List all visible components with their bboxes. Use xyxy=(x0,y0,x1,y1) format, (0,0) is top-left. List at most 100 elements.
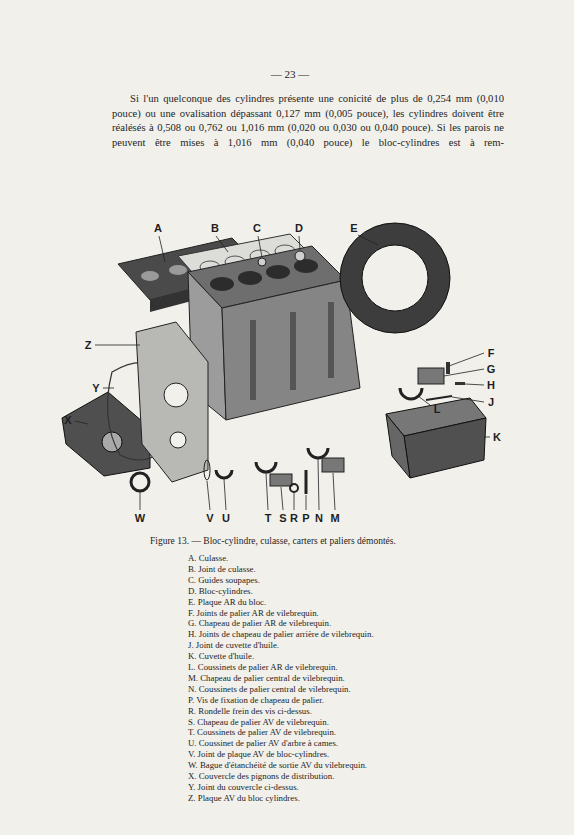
block-side xyxy=(222,280,360,420)
callout-letter: G xyxy=(487,364,496,375)
central-shells xyxy=(308,448,328,458)
leader-line xyxy=(159,236,165,262)
oil-pan-end xyxy=(386,414,410,478)
key-entry: S. Chapeau de palier AV de vilebrequin. xyxy=(188,717,329,727)
page-number: — 23 — xyxy=(271,68,310,80)
key-entry: F. Joints de palier AR de vilebrequin. xyxy=(188,608,319,618)
valve-guide xyxy=(258,258,266,266)
leader-line xyxy=(258,236,262,257)
callout-letter: C xyxy=(253,223,261,234)
callout-letter: N xyxy=(315,513,323,524)
leader-line xyxy=(418,396,430,405)
leader-line xyxy=(484,437,490,438)
callout-letter: P xyxy=(302,513,309,524)
leader-line xyxy=(452,397,484,402)
figure-caption: Figure 13. — Bloc-cylindre, culasse, car… xyxy=(150,536,396,546)
leader-line xyxy=(75,421,88,424)
callout-letter: E xyxy=(350,223,357,234)
body-text: Si l'un quelconque des cylindres présent… xyxy=(112,92,504,150)
lock-washer xyxy=(290,484,298,492)
leader-line xyxy=(140,492,141,510)
key-entry: C. Guides soupapes. xyxy=(188,575,260,585)
key-entry: M. Chapeau de palier central de vilebreq… xyxy=(188,673,345,683)
bore xyxy=(294,259,318,273)
key-entry: J. Joint de cuvette d'huile. xyxy=(188,640,279,650)
callout-letter: Y xyxy=(92,383,99,394)
front-cap xyxy=(270,474,292,486)
key-entry: V. Joint de plaque AV de bloc-cylindres. xyxy=(188,749,329,759)
callout-letter: U xyxy=(222,513,230,524)
callout-letter: S xyxy=(279,513,286,524)
head-port xyxy=(141,271,159,281)
leader-lines xyxy=(75,235,490,510)
rear-cap-seal xyxy=(455,382,465,385)
plate-hole xyxy=(164,383,188,407)
front-seal xyxy=(131,473,149,491)
callout-letter: F xyxy=(488,348,495,359)
rear-plate-opening xyxy=(362,245,428,311)
callout-letter: X xyxy=(64,415,71,426)
leader-line xyxy=(224,479,226,510)
rear-shells xyxy=(400,388,422,399)
key-entry: R. Rondelle frein des vis ci-dessus. xyxy=(188,706,312,716)
leader-line xyxy=(306,495,307,510)
callout-letter: R xyxy=(290,513,298,524)
leader-line xyxy=(299,236,300,250)
head-port xyxy=(169,265,187,275)
callout-letter: W xyxy=(135,513,145,524)
callout-letter: D xyxy=(295,223,303,234)
key-entry: Y. Joint du couvercle ci-dessus. xyxy=(188,782,299,792)
central-cap xyxy=(322,458,344,472)
callout-letter: V xyxy=(206,513,213,524)
timing-cover xyxy=(62,392,150,476)
bore xyxy=(210,277,234,291)
rear-seal xyxy=(446,362,450,374)
rib xyxy=(250,320,256,400)
key-entry: Z. Plaque AV du bloc cylindres. xyxy=(188,793,300,803)
leader-line xyxy=(294,493,295,510)
leader-line xyxy=(318,459,319,510)
cylinder-bores xyxy=(210,259,318,291)
leader-line xyxy=(449,353,484,366)
key-entry: X. Couvercle des pignons de distribution… xyxy=(188,771,334,781)
callout-letter: T xyxy=(265,513,272,524)
key-entry: H. Joints de chapeau de palier arrière d… xyxy=(188,629,374,639)
leader-line xyxy=(216,236,228,252)
cap-bolt xyxy=(305,470,308,494)
camshaft-bearing xyxy=(216,470,232,478)
key-entry: E. Plaque AR du bloc. xyxy=(188,597,266,607)
leader-line xyxy=(266,473,268,510)
leader-line xyxy=(444,369,484,376)
leader-line xyxy=(333,473,335,510)
callout-letter: A xyxy=(154,223,162,234)
rear-plate xyxy=(340,223,450,333)
rib xyxy=(328,302,334,378)
key-entry: G. Chapeau de palier AR de vilebrequin. xyxy=(188,618,331,628)
pan-gasket xyxy=(426,396,452,400)
bore xyxy=(266,265,290,279)
bore xyxy=(238,271,262,285)
oil-pan-side xyxy=(404,418,486,478)
callout-letter: K xyxy=(493,432,501,443)
key-entry: N. Coussinets de palier central de vileb… xyxy=(188,684,351,694)
callout-letter: B xyxy=(211,223,219,234)
front-plate-gasket xyxy=(204,460,210,480)
callout-letter: M xyxy=(330,513,339,524)
callout-letter: Z xyxy=(85,340,92,351)
key-entry: W. Bague d'étanchéité de sortie AV du vi… xyxy=(188,760,367,770)
key-entry: U. Coussinet de palier AV d'arbre à came… xyxy=(188,738,338,748)
block-ribs xyxy=(250,302,334,400)
key-entry: D. Bloc-cylindres. xyxy=(188,586,253,596)
callout-letter: H xyxy=(487,380,495,391)
valve-guide xyxy=(295,251,305,261)
key-entry: K. Cuvette d'huile. xyxy=(188,651,254,661)
leader-line xyxy=(281,487,283,510)
key-entry: B. Joint de culasse. xyxy=(188,564,256,574)
leader-line xyxy=(465,384,484,385)
front-plate xyxy=(136,322,208,482)
leader-line xyxy=(358,235,378,245)
front-shells xyxy=(256,462,276,472)
rib xyxy=(290,312,296,390)
plate-hole xyxy=(170,432,186,448)
key-entry: T. Coussinets de palier AV de vilebrequi… xyxy=(188,727,336,737)
